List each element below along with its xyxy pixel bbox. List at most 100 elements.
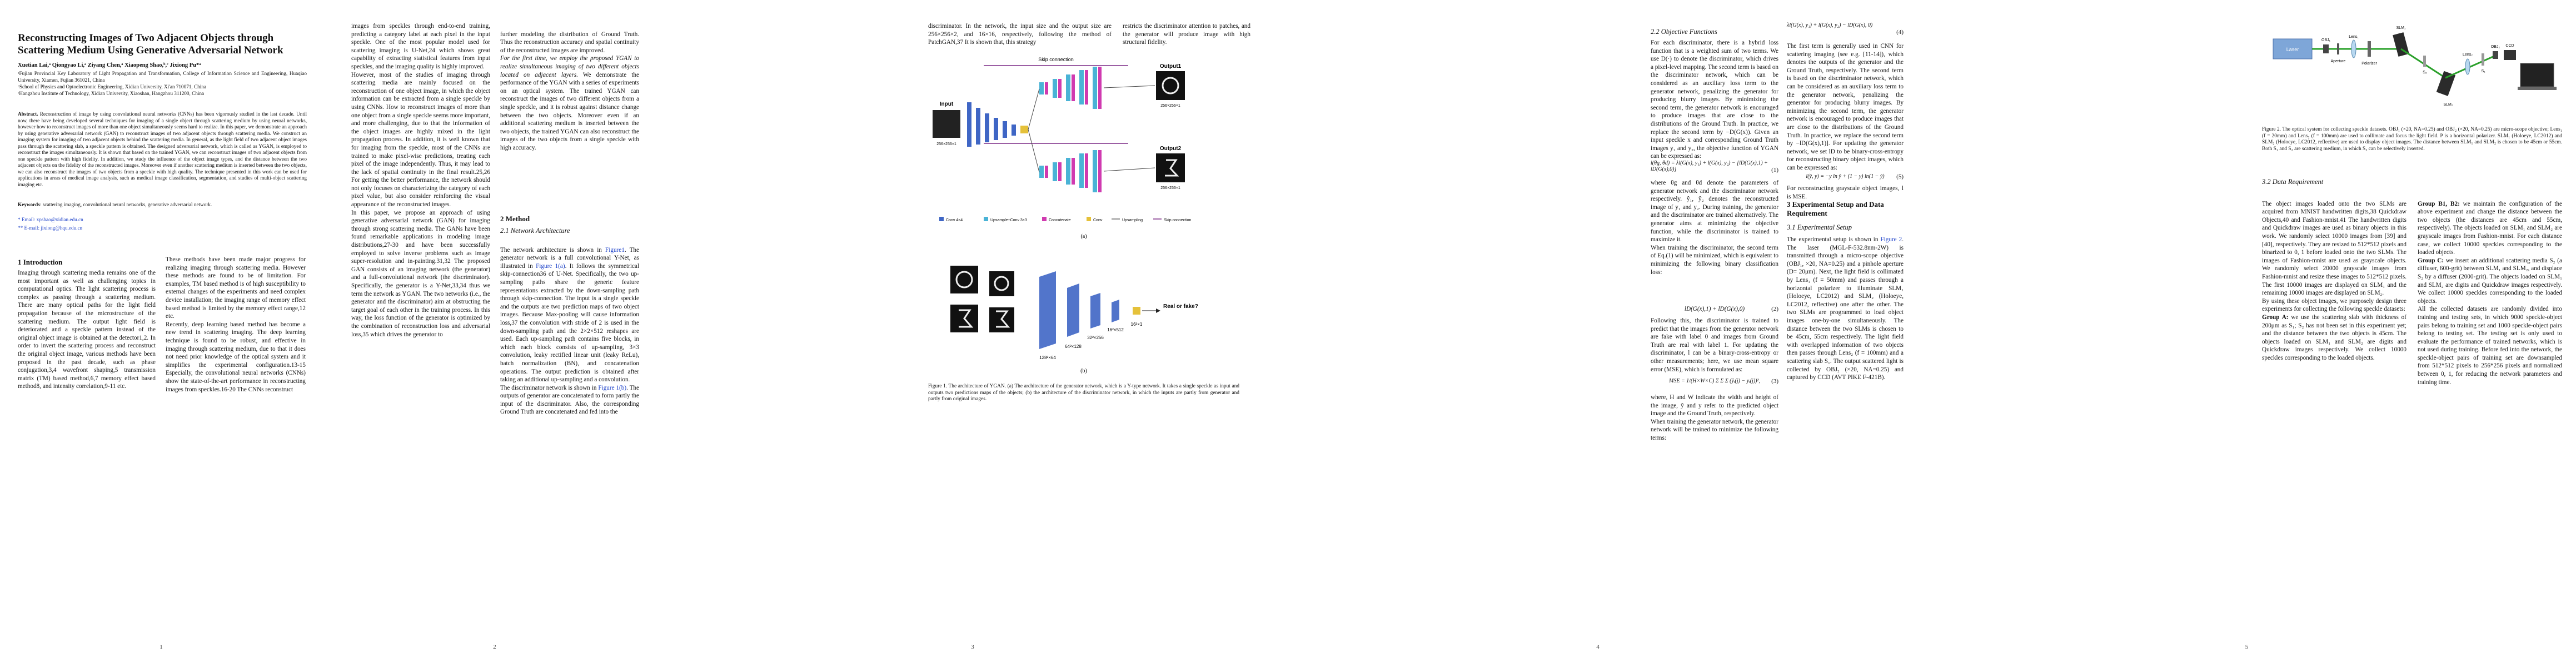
col2-para-a: further modeling the distribution of Gro… — [500, 31, 639, 54]
figure-1b: 128²×64 64²×128 32²×256 16²×512 16²×1 Re… — [928, 249, 1239, 377]
abstract-text: Reconstruction of image by using convolu… — [18, 111, 307, 187]
experimental-setup-text: The experimental setup is shown in Figur… — [1787, 236, 1904, 382]
page2-column-2: further modeling the distribution of Gro… — [500, 22, 639, 152]
affiliation-2: ᵇSchool of Physics and Optoelectronic En… — [18, 84, 206, 89]
equation-5: l(ŷ, y) = −y ln ŷ + (1 − y) ln(1 − ŷ) (5… — [1787, 173, 1904, 180]
email-1: * Email: xpshao@xidian.edu.cn — [18, 217, 83, 223]
figure2-link[interactable]: Figure 2 — [1880, 236, 1902, 243]
page-number-2: 2 — [493, 644, 496, 650]
page-number-1: 1 — [160, 644, 163, 650]
objective-p2: where θg and θd denote the parameters of… — [1651, 180, 1778, 276]
email-1-text: * Email: xpshao@xidian.edu.cn — [18, 217, 83, 222]
group-a-text: we use the scattering slab with thicknes… — [2262, 313, 2406, 361]
legend-1: Upsample+Conv 3×3 — [990, 218, 1027, 222]
fig2-lens2: Lens₂ — [2463, 53, 2473, 57]
group-c-label: Group C: — [2418, 257, 2444, 264]
disc-size-5: 16²×1 — [1131, 322, 1143, 327]
group-a-label: Group A: — [2262, 313, 2289, 321]
eq4-number: (4) — [1896, 29, 1904, 36]
eq3-number: (3) — [1771, 378, 1778, 385]
data-req-text: The object images loaded onto the two SL… — [2262, 200, 2406, 313]
network-arch-text: The network architecture is shown in Fig… — [500, 238, 639, 416]
fig2-ccd: CCD — [2505, 44, 2514, 48]
netarch-rest: . It follows the symmetrical skip-connec… — [500, 262, 639, 391]
objective-p1: For each discriminator, there is a hybri… — [1651, 39, 1779, 160]
group-b-text: we maintain the configuration of the abo… — [2418, 200, 2562, 256]
page-4: 2.2 Objective Functions For each discrim… — [1289, 0, 1906, 667]
page5-col2: Group B1, B2: we maintain the configurat… — [2418, 192, 2562, 386]
intro-column-1: Imaging through scattering media remains… — [18, 270, 156, 390]
discriminator-diagram: 128²×64 64²×128 32²×256 16²×512 16²×1 Re… — [950, 266, 1198, 374]
equation-2: lD(G(x),1) + lD(G(x),0) (2) — [1651, 306, 1778, 312]
keywords: Keywords: scattering imaging, convolutio… — [18, 202, 307, 208]
legend-2: Concatenate — [1049, 218, 1071, 222]
eq1-text: l(θg, θd) = λl(G(x), y₁) + l(G(x), y₂) −… — [1651, 160, 1768, 172]
right-p1: The first term is generally used in CNN … — [1787, 43, 1904, 171]
equation-3: MSE = 1/(H×W×C) Σ Σ Σ (ŷᵢ(j) − yᵢ(j))², … — [1651, 378, 1778, 385]
fig2-obj2: OBJ₂ — [2491, 45, 2500, 49]
eq4-text: λl(G(x), y₁) + l(G(x), y₂) − lD(G(x), 0) — [1787, 22, 1873, 28]
page-3: discriminator. In the network, the input… — [667, 0, 1278, 667]
fig2-s1: S₁ — [2481, 69, 2485, 73]
figure1b-link[interactable]: Figure 1(b) — [598, 384, 627, 391]
authors: Xuetian Lai,ᵃ Qiongyao Li,ᵃ Ziyang Chen,… — [18, 62, 201, 68]
netarch-post: . The generator network is a full convol… — [500, 246, 639, 270]
intro-column-2: These methods have been made major progr… — [166, 256, 306, 393]
disc-size-2: 64²×128 — [1065, 344, 1082, 349]
legend-3: Conv — [1093, 218, 1103, 222]
legend-4: Upsampling — [1122, 218, 1143, 222]
figure-2-caption: Figure 2. The optical system for collect… — [2262, 127, 2562, 152]
page-2: images from speckles through end-to-end … — [333, 0, 656, 667]
output1-label: Output1 — [1160, 63, 1182, 69]
input-label: Input — [940, 101, 954, 107]
group-b-label: Group B1, B2: — [2418, 200, 2460, 207]
email-2-text: ** E-mail: jixiong@hqu.edu.cn — [18, 225, 83, 231]
eq2-text: lD(G(x),1) + lD(G(x),0) — [1684, 306, 1745, 312]
legend-5: Skip connection — [1164, 218, 1192, 222]
output1-size: 256×256×1 — [1160, 104, 1180, 108]
data-requirement-heading: 3.2 Data Requirement — [2262, 178, 2324, 186]
page3-top-left: discriminator. In the network, the input… — [928, 23, 1112, 46]
netarch-pre: The network architecture is shown in — [500, 246, 606, 253]
setup-post: . The laser (MGL-F-532.8nm-2W) is transm… — [1787, 236, 1904, 381]
fig2-obj1: OBJ₁ — [2321, 38, 2331, 42]
fig2-aperture: Aperture — [2331, 59, 2346, 63]
output2-size: 256×256×1 — [1160, 186, 1180, 190]
objective-p3: Following this, the discriminator is tra… — [1651, 317, 1778, 373]
affiliation-3: ᶜHangzhou Institute of Technology, Xidia… — [18, 91, 205, 96]
figure1a-link[interactable]: Figure 1(a) — [536, 262, 565, 270]
keywords-label: Keywords — [18, 202, 40, 207]
equation-1: l(θg, θd) = λl(G(x), y₁) + l(G(x), y₂) −… — [1651, 160, 1778, 173]
experimental-setup-heading: 3.1 Experimental Setup — [1787, 223, 1852, 231]
page3-top-right: restricts the discriminator attention to… — [1123, 23, 1250, 46]
eq2-number: (2) — [1771, 306, 1778, 312]
figure1-link[interactable]: Figure1 — [605, 246, 625, 253]
disc-sublabel: (b) — [1080, 368, 1087, 374]
page2-column-1: images from speckles through end-to-end … — [351, 23, 490, 338]
intro-heading: 1 Introduction — [18, 258, 63, 266]
method-heading: 2 Method — [500, 215, 530, 223]
fig2-lens1: Lens₁ — [2349, 35, 2359, 39]
equation-4: λl(G(x), y₁) + l(G(x), y₂) − lD(G(x), 0)… — [1787, 22, 1904, 36]
keywords-text: : scattering imaging, convolutional neur… — [39, 202, 212, 207]
input-size: 256×256×1 — [936, 142, 956, 146]
col2-italic: For the first time, we employ the propos… — [500, 55, 639, 78]
fig2-slm1: SLM₁ — [2396, 26, 2406, 30]
email-2: ** E-mail: jixiong@hqu.edu.cn — [18, 225, 82, 232]
fig2-polarizer: Polarizer — [2361, 62, 2377, 66]
abstract-label: Abstract. — [18, 111, 38, 117]
eq3-text: MSE = 1/(H×W×C) Σ Σ Σ (ŷᵢ(j) − yᵢ(j))², — [1669, 378, 1760, 384]
fig2-s2: S₂ — [2423, 71, 2427, 74]
netarch-end: . The outputs of generator are concatena… — [500, 384, 639, 416]
optical-setup-diagram: Laser OBJ₁ Aperture Lens₁ Polarizer SLM₁… — [2273, 26, 2557, 107]
fig2-laser: Laser — [2286, 47, 2299, 52]
page-number-5: 5 — [2245, 644, 2249, 650]
figure-2: Laser OBJ₁ Aperture Lens₁ Polarizer SLM₁… — [2262, 17, 2562, 122]
eq5-text: l(ŷ, y) = −y ln ŷ + (1 − y) ln(1 − ŷ) — [1806, 173, 1885, 180]
affiliation-1: ᵃFujian Provincial Key Laboratory of Lig… — [18, 71, 307, 83]
disc-size-1: 128²×64 — [1039, 355, 1056, 360]
generator-diagram: Skip connection Input 256×256×1 — [933, 57, 1192, 240]
section-3-heading: 3 Experimental Setup and Data Requiremen… — [1787, 200, 1884, 217]
page-number-3: 3 — [971, 644, 974, 650]
eq1-number: (1) — [1771, 167, 1778, 173]
